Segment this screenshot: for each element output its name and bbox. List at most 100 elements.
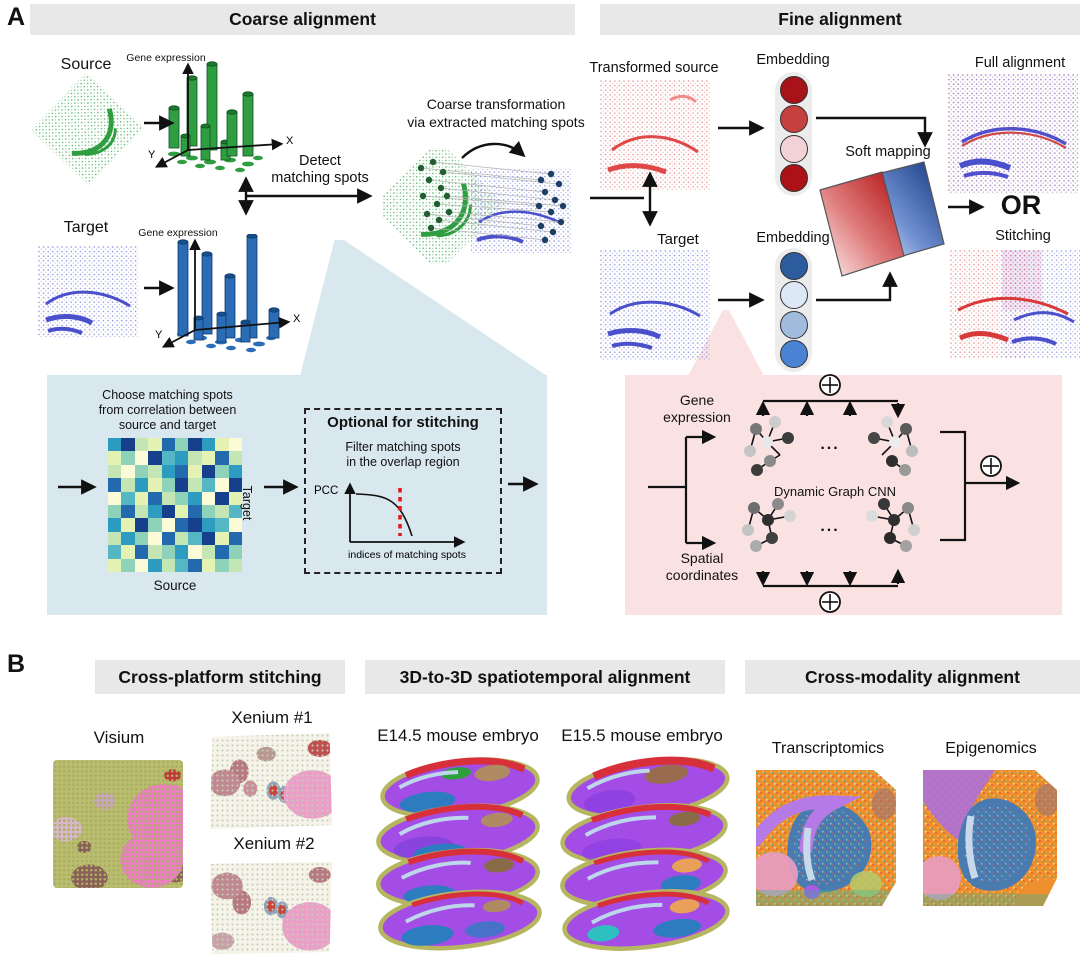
epigenomics-label: Epigenomics: [945, 740, 1037, 757]
embedding-dot: [779, 310, 808, 339]
transformed-source-image: [600, 80, 710, 190]
embedding-dot: [779, 105, 808, 134]
xenium-1-image: [210, 733, 332, 829]
heatmap-cell: [121, 438, 135, 452]
heatmap-source-axis: Source: [153, 578, 197, 593]
heatmap-cell: [148, 491, 162, 505]
epigenomics-image: [923, 770, 1057, 906]
gene-expression-input-label: Gene expression: [663, 392, 731, 425]
target-gene-expression-chart: X Y: [155, 234, 301, 353]
target-matching-spots: [535, 170, 567, 244]
fine-target-label: Target: [657, 231, 699, 248]
heatmap-cell: [228, 464, 242, 479]
graph-cluster-4: [866, 498, 920, 552]
e14-embryo-stack: [376, 757, 542, 951]
heatmap-cell: [121, 491, 135, 505]
heatmap-cell: [174, 464, 189, 479]
heatmap-cell: [228, 451, 242, 465]
ellipsis-bottom: ...: [820, 518, 840, 535]
heatmap-cell: [215, 451, 229, 465]
fine-alignment-header: Fine alignment: [600, 4, 1080, 35]
heatmap-cell: [148, 545, 162, 559]
axis-x-label: X: [293, 313, 301, 325]
axis-x-label: X: [286, 135, 294, 147]
heatmap-cell: [108, 478, 122, 492]
heatmap-target-axis: Target: [240, 485, 254, 521]
heatmap-cell: [201, 531, 216, 546]
heatmap-cell: [201, 451, 216, 465]
heatmap-cell: [121, 531, 135, 546]
heatmap-cell: [215, 464, 229, 479]
heatmap-cell: [108, 558, 122, 572]
heatmap-cell: [134, 504, 149, 519]
red-plane: [819, 171, 905, 277]
source-to-chart-arrow: [144, 115, 175, 131]
heatmap-cell: [121, 518, 135, 532]
heatmap-cell: [148, 504, 162, 519]
pcc-x-axis-label: indices of matching spots: [348, 549, 466, 561]
heatmap-cell: [174, 504, 189, 519]
e15-embryo-stack: [560, 756, 730, 951]
heatmap-cell: [134, 464, 149, 479]
graph-cluster-1: [744, 416, 794, 476]
coarse-transformation-label: Coarse transformation via extracted matc…: [407, 96, 585, 130]
e14-label: E14.5 mouse embryo: [377, 726, 539, 745]
heatmap-cell: [148, 478, 162, 492]
heatmap-cell: [121, 451, 135, 465]
embedding-label-bottom: Embedding: [756, 230, 830, 246]
embedding-dot: [779, 76, 808, 104]
graph-cluster-3: [742, 498, 796, 552]
heatmap-cell: [215, 558, 229, 572]
heatmap-cell: [188, 438, 202, 452]
heatmap-cell: [108, 531, 122, 546]
heatmap-cell: [215, 518, 229, 532]
heatmap-cell: [188, 451, 202, 465]
visium-label: Visium: [93, 728, 145, 747]
matching-box-title: Choose matching spots from correlation b…: [98, 388, 237, 432]
stitching-image: [950, 250, 1080, 358]
heatmap-cell: [201, 491, 216, 505]
target-to-chart-arrow: [144, 280, 175, 296]
visium-image: [53, 760, 183, 888]
heatmap-cell: [228, 438, 242, 452]
heatmap-cell: [228, 545, 242, 559]
heatmap-cell: [188, 545, 202, 559]
heatmap-cell: [121, 464, 135, 479]
heatmap-cell: [215, 545, 229, 559]
spatial-coordinates-input-label: Spatial coordinates: [665, 550, 739, 583]
xenium-1-label: Xenium #1: [231, 708, 313, 727]
heatmap-cell: [161, 438, 175, 452]
detect-matching-spots-label: Detect matching spots: [271, 153, 369, 186]
heatmap-cell: [188, 531, 202, 546]
heatmap-cell: [174, 545, 189, 559]
heatmap-cell: [188, 491, 202, 505]
heatmap-cell: [201, 504, 216, 519]
heatmap-cell: [134, 451, 149, 465]
heatmap-cell: [134, 438, 149, 452]
transcriptomics-label: Transcriptomics: [771, 740, 885, 757]
embedding-top-to-planes-arrow: [816, 116, 933, 148]
or-label: OR: [1000, 190, 1042, 220]
panel-a-label: A: [7, 3, 26, 31]
heatmap-cell: [174, 558, 189, 572]
heatmap-cell: [108, 504, 122, 519]
heatmap-cell: [108, 438, 122, 452]
embedding-dot: [779, 281, 808, 310]
ellipsis-top: ...: [820, 436, 840, 453]
heatmap-cell: [188, 464, 202, 479]
heatmap-cell: [134, 491, 149, 505]
heatmap-cell: [201, 438, 216, 452]
embedding-dot: [779, 339, 808, 368]
heatmap-cell: [188, 518, 202, 532]
soft-mapping-label: Soft mapping: [845, 144, 931, 160]
heatmap-cell: [134, 531, 149, 546]
heatmap-cell: [148, 531, 162, 546]
heatmap-cell: [134, 545, 149, 559]
heatmap-cell: [201, 478, 216, 492]
heatmap-cell: [174, 478, 189, 492]
heatmap-cell: [228, 518, 242, 532]
cross-platform-header: Cross-platform stitching: [95, 660, 345, 694]
heatmap-cell: [148, 558, 162, 572]
heatmap-cell: [174, 518, 189, 532]
pcc-filter-plot: PCC indices of matching spots: [314, 482, 466, 561]
